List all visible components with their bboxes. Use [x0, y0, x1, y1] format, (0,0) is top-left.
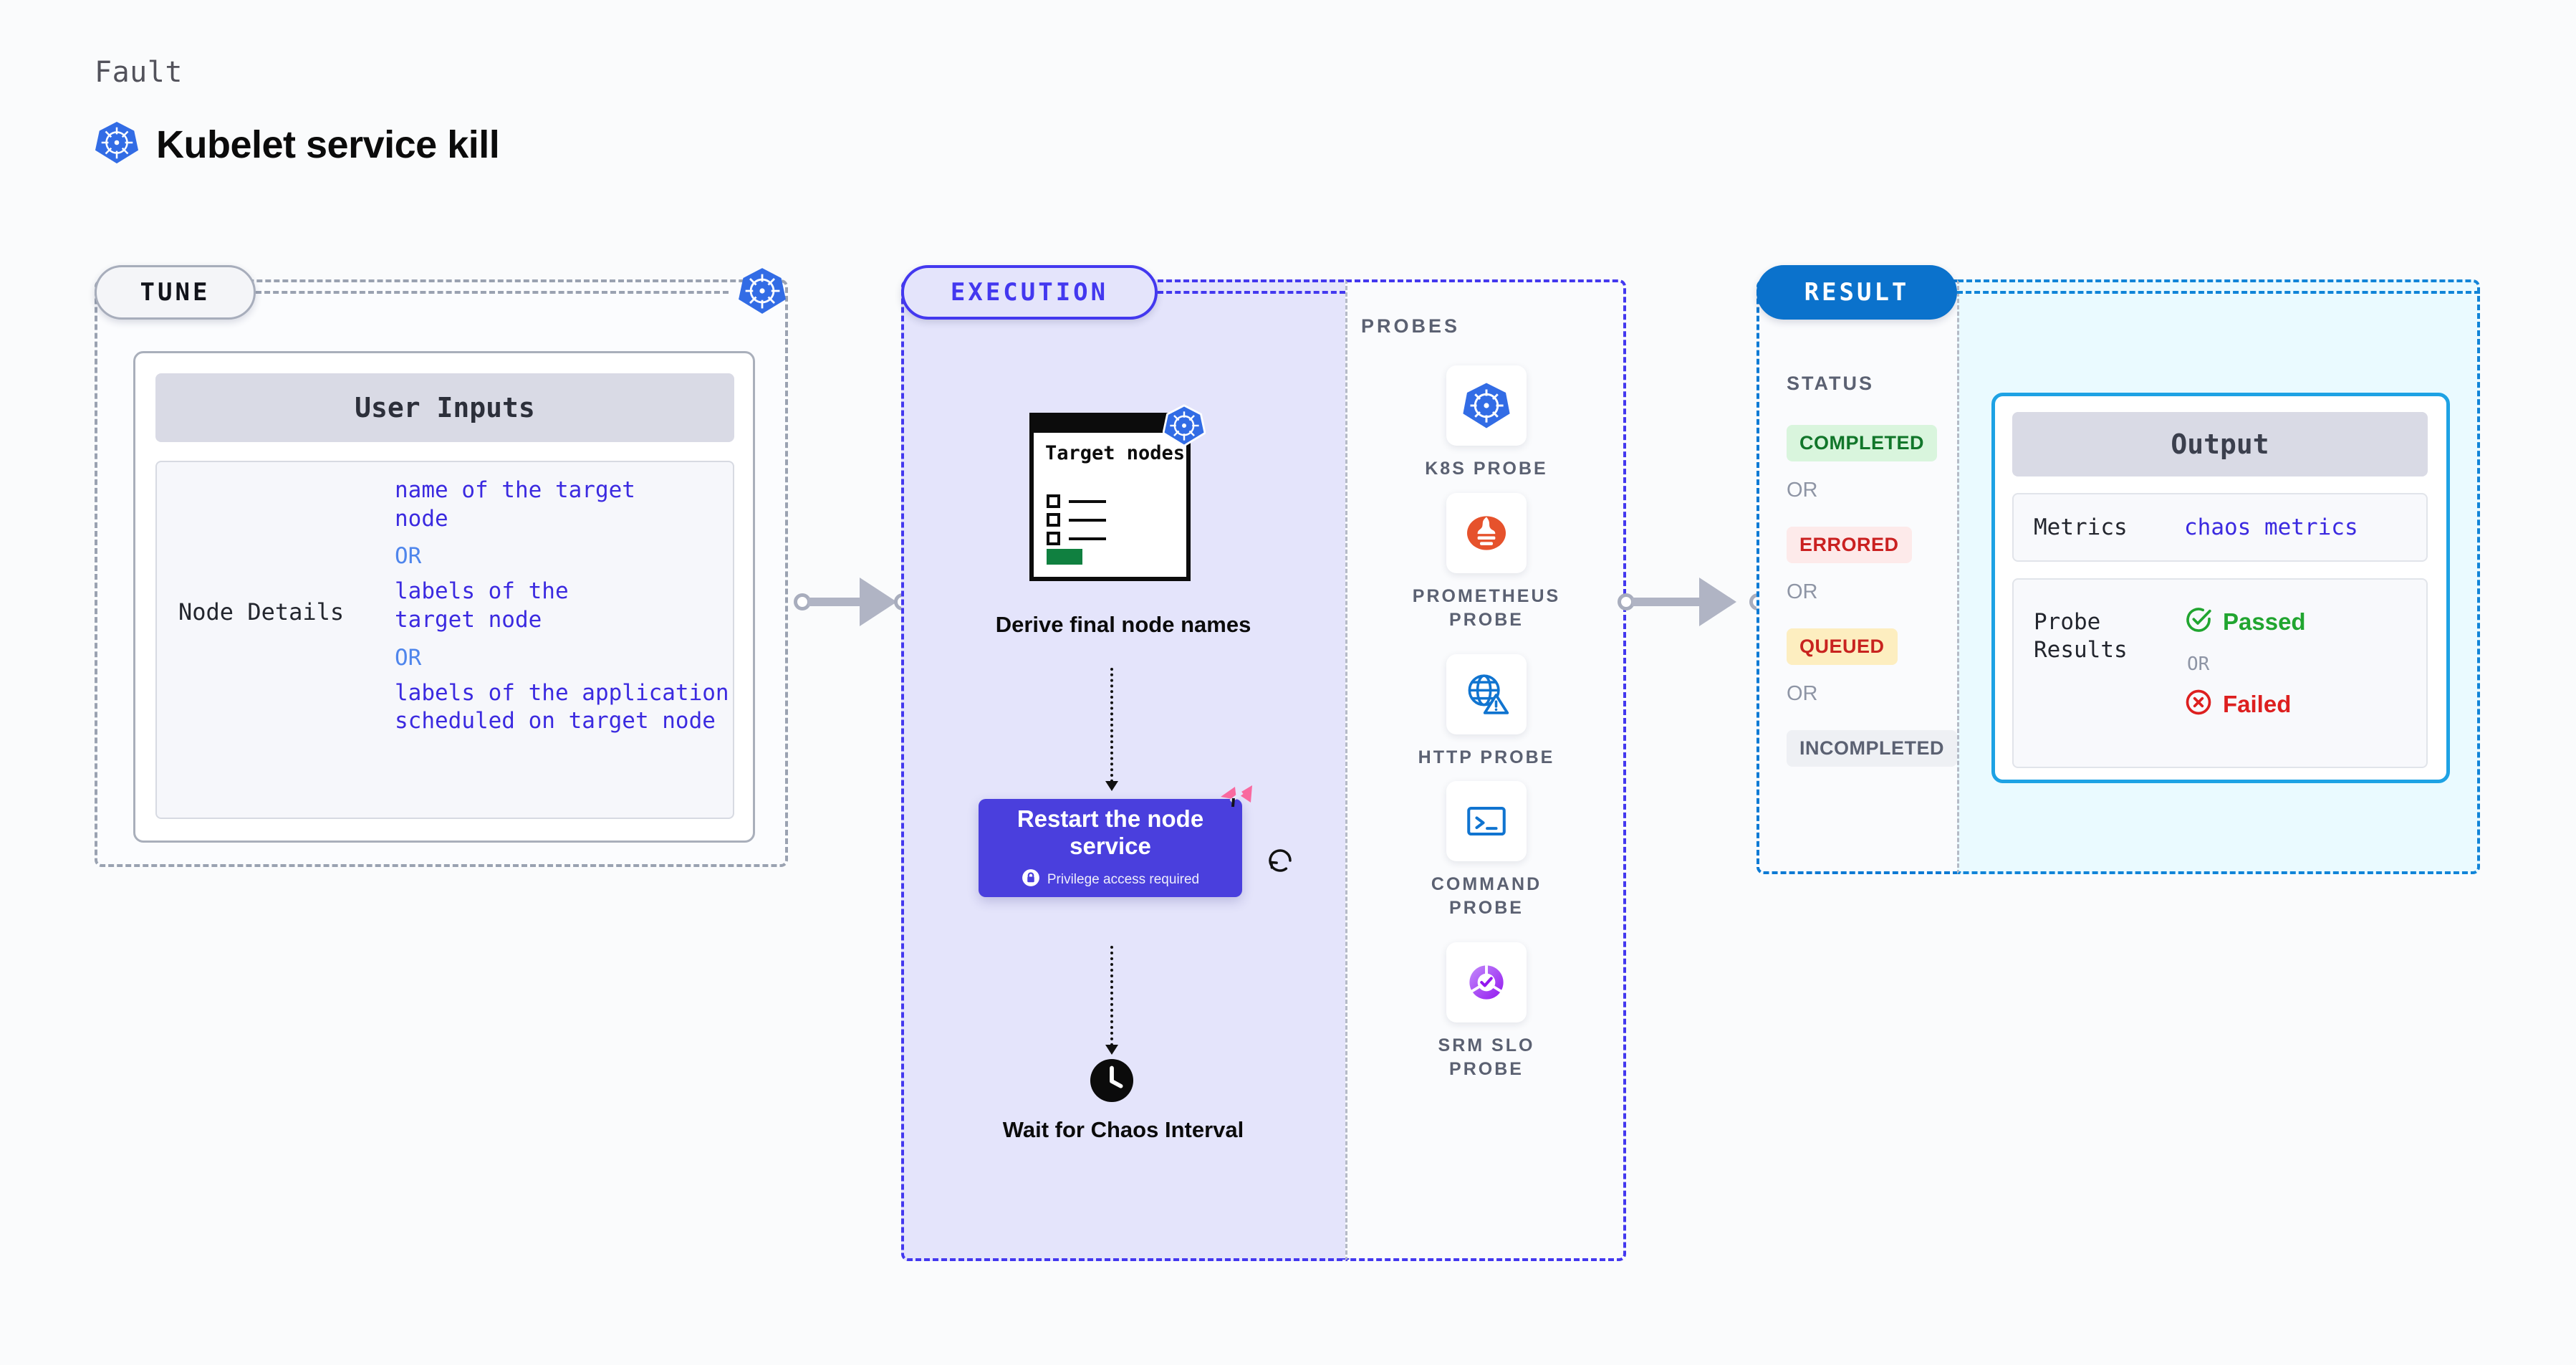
probes-title: PROBES: [1361, 315, 1461, 337]
node-detail-separator-1: OR: [395, 543, 422, 570]
status-badge-incompleted: INCOMPLETED: [1787, 730, 1958, 767]
probe-label: PROMETHEUS PROBE: [1412, 586, 1561, 630]
check-circle-icon: [2184, 605, 2213, 638]
probe-label: COMMAND PROBE: [1431, 874, 1542, 918]
node-detail-value-3: labels of the application scheduled on t…: [395, 679, 729, 734]
fault-eyebrow-label: Fault: [95, 56, 183, 89]
probe-label: SRM SLO PROBE: [1438, 1035, 1535, 1079]
checkbox-icon: [1047, 494, 1060, 508]
checklist-line: [1069, 518, 1106, 522]
connector-arrow-head: [860, 578, 897, 626]
rotate-icon: [1265, 846, 1295, 879]
tune-top-dashed-line: [256, 291, 729, 294]
prometheus-icon: [1446, 493, 1527, 573]
restart-node-service-title: Restart the node service: [1017, 805, 1204, 859]
target-card-kubernetes-icon: [1162, 404, 1206, 451]
flow-arrow-1: [1105, 781, 1118, 791]
result-pill[interactable]: RESULT: [1756, 265, 1957, 320]
tune-kubernetes-badge-icon: [738, 267, 787, 319]
target-checklist-row: [1047, 513, 1106, 527]
checklist-line: [1069, 499, 1106, 503]
flow-arrow-2: [1105, 1045, 1118, 1055]
flow-connector-1: [1110, 668, 1113, 782]
user-inputs-card: User Inputs Node Details name of the tar…: [133, 351, 755, 843]
result-panel: [1756, 279, 1957, 874]
node-details-key: Node Details: [178, 598, 345, 626]
probe-result-passed: Passed: [2184, 605, 2306, 638]
tune-pill[interactable]: TUNE: [95, 265, 256, 320]
privilege-note-text: Privilege access required: [1047, 871, 1200, 887]
metrics-row: Metrics chaos metrics: [2012, 493, 2428, 562]
privilege-note-row: Privilege access required: [1022, 868, 1199, 891]
checklist-line: [1069, 537, 1106, 540]
probe-result-passed-label: Passed: [2223, 608, 2306, 635]
node-detail-value-1: name of the target node: [395, 477, 635, 532]
probe-item-http[interactable]: HTTP PROBE: [1404, 654, 1569, 770]
output-header: Output: [2012, 412, 2428, 476]
probe-label: K8S PROBE: [1425, 459, 1548, 479]
metrics-key: Metrics: [2034, 514, 2128, 540]
node-details-values: name of the target node OR labels of the…: [395, 476, 739, 746]
target-nodes-card: Target nodes: [1029, 413, 1191, 581]
metrics-value[interactable]: chaos metrics: [2184, 514, 2358, 540]
x-circle-icon: [2184, 688, 2213, 720]
srm-slo-donut-icon: [1446, 942, 1527, 1022]
kubernetes-icon: [95, 120, 139, 168]
probe-label: HTTP PROBE: [1418, 747, 1555, 767]
target-card-progress-bar: [1047, 549, 1082, 565]
target-card-title: Target nodes: [1045, 442, 1186, 464]
node-detail-separator-2: OR: [395, 644, 422, 671]
target-checklist-row: [1047, 494, 1106, 508]
target-checklist-row: [1047, 532, 1106, 545]
status-title: STATUS: [1787, 373, 1874, 394]
wait-for-chaos-interval-label: Wait for Chaos Interval: [1002, 1117, 1244, 1142]
page-title-row: Kubelet service kill: [95, 120, 500, 168]
connector-arrow-head: [1699, 578, 1736, 626]
probe-results-key: Probe Results: [2034, 609, 2128, 663]
status-separator-2: OR: [1787, 580, 1818, 603]
execution-pill[interactable]: EXECUTION: [901, 265, 1158, 320]
restart-node-service-step[interactable]: Restart the node service Privilege acces…: [979, 799, 1242, 897]
probe-results-row: Probe Results Passed OR: [2012, 578, 2428, 768]
lock-icon: [1022, 868, 1040, 891]
node-details-box: Node Details name of the target node OR …: [155, 461, 734, 819]
probe-result-separator: OR: [2187, 653, 2210, 675]
checkbox-icon: [1047, 532, 1060, 545]
node-detail-value-2: labels of the target node: [395, 578, 569, 633]
status-separator-3: OR: [1787, 682, 1818, 705]
kubernetes-icon: [1446, 365, 1527, 446]
clock-icon: [1090, 1058, 1134, 1106]
status-badge-queued: QUEUED: [1787, 628, 1898, 665]
checkbox-icon: [1047, 513, 1060, 527]
status-separator-1: OR: [1787, 479, 1818, 502]
probe-result-failed: Failed: [2184, 688, 2306, 720]
harness-icon: [1218, 781, 1255, 822]
probe-item-k8s[interactable]: K8S PROBE: [1404, 365, 1569, 481]
status-badge-completed: COMPLETED: [1787, 425, 1938, 461]
probe-item-srm-slo[interactable]: SRM SLO PROBE: [1404, 942, 1569, 1081]
probe-item-prometheus[interactable]: PROMETHEUS PROBE: [1404, 493, 1569, 631]
http-globe-warning-icon: [1446, 654, 1527, 734]
probe-item-command[interactable]: COMMAND PROBE: [1404, 781, 1569, 919]
derive-final-node-names-label: Derive final node names: [995, 612, 1251, 637]
output-card: Output Metrics chaos metrics Probe Resul…: [1991, 393, 2450, 783]
status-badge-errored: ERRORED: [1787, 527, 1912, 563]
flow-connector-2: [1110, 946, 1113, 1046]
page-title: Kubelet service kill: [156, 123, 500, 166]
probe-result-failed-label: Failed: [2223, 690, 2292, 717]
user-inputs-header: User Inputs: [155, 373, 734, 442]
result-top-dashed-line: [1957, 291, 2480, 294]
terminal-icon: [1446, 781, 1527, 861]
execution-top-dashed-line: [1158, 291, 1345, 294]
connector-line: [1632, 598, 1716, 606]
